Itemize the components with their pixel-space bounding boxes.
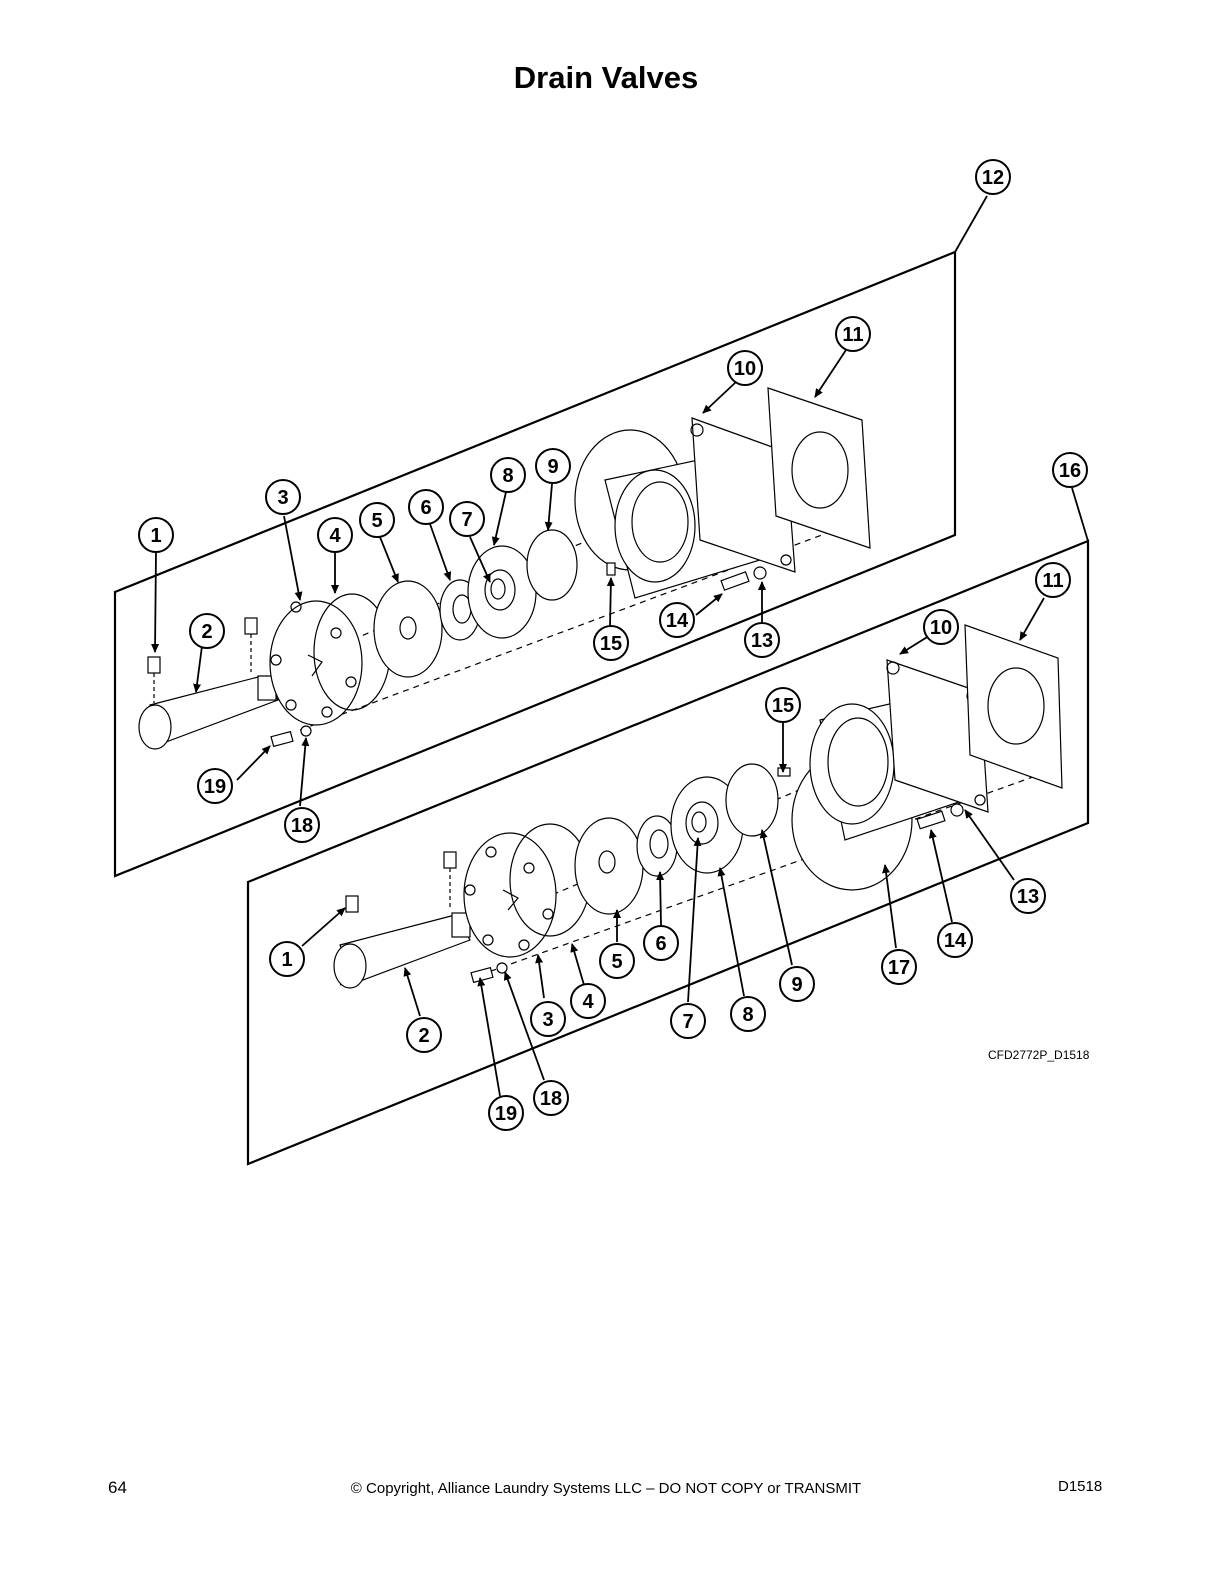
lower-assembly xyxy=(246,487,1090,1166)
svg-text:18: 18 xyxy=(540,1088,562,1110)
lower-part-3-cover xyxy=(463,832,557,958)
callout-upper-3: 3 xyxy=(265,479,301,515)
callout-upper-2: 2 xyxy=(189,613,225,649)
svg-text:3: 3 xyxy=(277,487,288,509)
callout-upper-9: 9 xyxy=(535,448,571,484)
callout-upper-10: 10 xyxy=(727,350,763,386)
figure-code: CFD2772P_D1518 xyxy=(988,1048,1090,1062)
svg-text:15: 15 xyxy=(600,633,622,655)
upper-assembly xyxy=(113,195,988,878)
lower-leaders xyxy=(301,597,1045,1097)
upper-valve-body xyxy=(614,469,696,583)
document-id: D1518 xyxy=(1058,1478,1103,1495)
callout-lower-17: 17 xyxy=(881,949,917,985)
callout-upper-5: 5 xyxy=(359,502,395,538)
callout-upper-7: 7 xyxy=(449,501,485,537)
svg-text:2: 2 xyxy=(418,1025,429,1047)
svg-text:5: 5 xyxy=(611,951,622,973)
svg-text:13: 13 xyxy=(1017,886,1039,908)
callout-lower-10: 10 xyxy=(923,609,959,645)
svg-text:3: 3 xyxy=(542,1009,553,1031)
upper-part-1-fitting xyxy=(147,656,161,674)
svg-text:2: 2 xyxy=(201,621,212,643)
svg-text:12: 12 xyxy=(982,167,1004,189)
callout-lower-1: 1 xyxy=(269,941,305,977)
svg-text:11: 11 xyxy=(842,324,863,346)
svg-text:10: 10 xyxy=(930,617,952,639)
callout-upper-8: 8 xyxy=(490,457,526,493)
svg-text:10: 10 xyxy=(734,358,756,380)
page-title: Drain Valves xyxy=(513,60,699,95)
callout-lower-5: 5 xyxy=(599,943,635,979)
svg-text:5: 5 xyxy=(371,510,382,532)
upper-part-11-gasket xyxy=(767,387,871,549)
svg-text:19: 19 xyxy=(204,776,226,798)
svg-text:6: 6 xyxy=(420,497,431,519)
callout-lower-19: 19 xyxy=(488,1095,524,1131)
upper-part-10-mount-plate xyxy=(691,417,796,573)
callout-upper-18: 18 xyxy=(284,807,320,843)
svg-text:15: 15 xyxy=(772,695,794,717)
svg-text:18: 18 xyxy=(291,815,313,837)
callout-upper-14: 14 xyxy=(659,602,695,638)
page-number: 64 xyxy=(108,1478,127,1497)
lower-part-10-mount-plate xyxy=(886,659,989,813)
upper-part-2-cylinder xyxy=(138,675,293,750)
svg-text:4: 4 xyxy=(582,991,594,1013)
callout-upper-4: 4 xyxy=(317,517,353,553)
callout-lower-4: 4 xyxy=(570,983,606,1019)
svg-text:11: 11 xyxy=(1042,570,1063,592)
callout-lower-3: 3 xyxy=(530,1001,566,1037)
lower-assembly-frame xyxy=(246,539,1090,1166)
callout-upper-13: 13 xyxy=(744,622,780,658)
svg-text:14: 14 xyxy=(944,930,967,952)
svg-text:6: 6 xyxy=(655,933,666,955)
copyright-notice: © Copyright, Alliance Laundry Systems LL… xyxy=(350,1480,862,1497)
svg-text:8: 8 xyxy=(742,1004,753,1026)
svg-text:1: 1 xyxy=(150,525,161,547)
callout-lower-18: 18 xyxy=(533,1080,569,1116)
callout-lower-11: 11 xyxy=(1035,562,1071,598)
lower-part-5-disc xyxy=(574,817,644,915)
lower-callouts: 1 2 3 4 5 6 7 8 9 10 11 13 14 15 16 17 1… xyxy=(269,452,1088,1131)
svg-text:9: 9 xyxy=(791,974,802,996)
upper-part-8-seal xyxy=(467,545,537,639)
callout-lower-14: 14 xyxy=(937,922,973,958)
svg-text:7: 7 xyxy=(682,1011,693,1033)
callout-upper-1: 1 xyxy=(138,517,174,553)
lower-part-9-plate xyxy=(725,763,779,837)
upper-part-3-cover xyxy=(269,600,363,726)
upper-callouts: 1 2 3 4 5 6 7 8 9 10 11 12 13 14 15 18 1… xyxy=(138,159,1011,843)
svg-text:19: 19 xyxy=(495,1103,517,1125)
upper-part-9-plate xyxy=(526,529,578,601)
lower-valve-body xyxy=(809,703,895,825)
callout-lower-8: 8 xyxy=(730,996,766,1032)
callout-lower-15: 15 xyxy=(765,687,801,723)
callout-lower-2: 2 xyxy=(406,1017,442,1053)
callout-lower-9: 9 xyxy=(779,966,815,1002)
svg-text:8: 8 xyxy=(502,465,513,487)
callout-upper-15: 15 xyxy=(593,625,629,661)
svg-text:1: 1 xyxy=(281,949,292,971)
callout-upper-19: 19 xyxy=(197,768,233,804)
svg-text:7: 7 xyxy=(461,509,472,531)
svg-text:16: 16 xyxy=(1059,460,1081,482)
svg-text:13: 13 xyxy=(751,630,773,652)
lower-part-11-gasket xyxy=(964,624,1063,789)
callout-lower-16: 16 xyxy=(1052,452,1088,488)
svg-text:4: 4 xyxy=(329,525,341,547)
svg-text:14: 14 xyxy=(666,610,689,632)
svg-text:9: 9 xyxy=(547,456,558,478)
svg-text:17: 17 xyxy=(888,957,910,979)
upper-leaders xyxy=(151,349,847,807)
callout-upper-6: 6 xyxy=(408,489,444,525)
upper-part-5-disc xyxy=(373,580,443,678)
callout-lower-6: 6 xyxy=(643,925,679,961)
callout-lower-13: 13 xyxy=(1010,878,1046,914)
callout-upper-11: 11 xyxy=(835,316,871,352)
callout-upper-12: 12 xyxy=(975,159,1011,195)
upper-assembly-frame xyxy=(113,250,957,878)
callout-lower-7: 7 xyxy=(670,1003,706,1039)
